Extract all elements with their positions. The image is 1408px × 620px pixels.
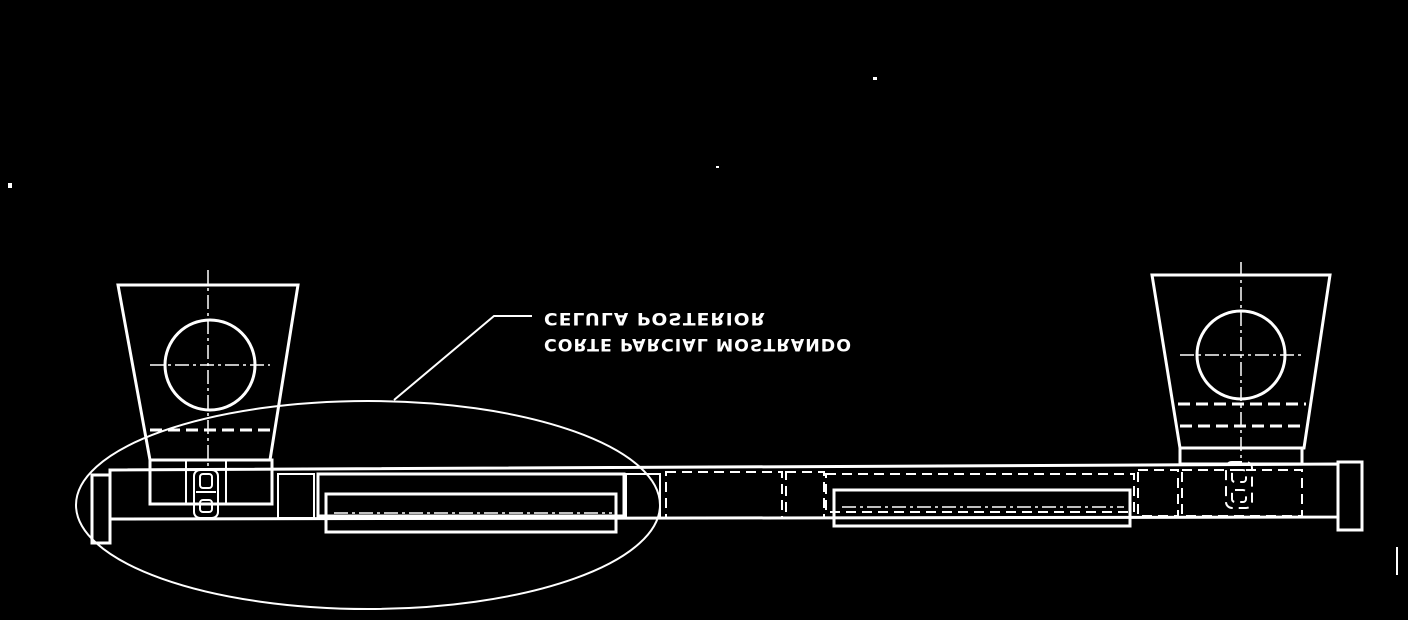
annotation-line-2: CELULA POSTERIOR	[544, 308, 766, 328]
annotation: CORTE PARCIAL MOSTRANDO CELULA POSTERIOR	[544, 308, 852, 354]
annotation-line-1: CORTE PARCIAL MOSTRANDO	[544, 334, 852, 354]
right-cylinder-hidden	[825, 473, 1135, 528]
scan-specks	[8, 77, 1398, 575]
leader-line	[393, 315, 532, 401]
right-load-cell	[1150, 262, 1332, 509]
left-cylinder-cutaway	[316, 472, 626, 534]
axle-beam	[90, 460, 1364, 545]
left-load-cell	[116, 270, 300, 519]
cutaway-highlight-ellipse	[75, 400, 661, 610]
